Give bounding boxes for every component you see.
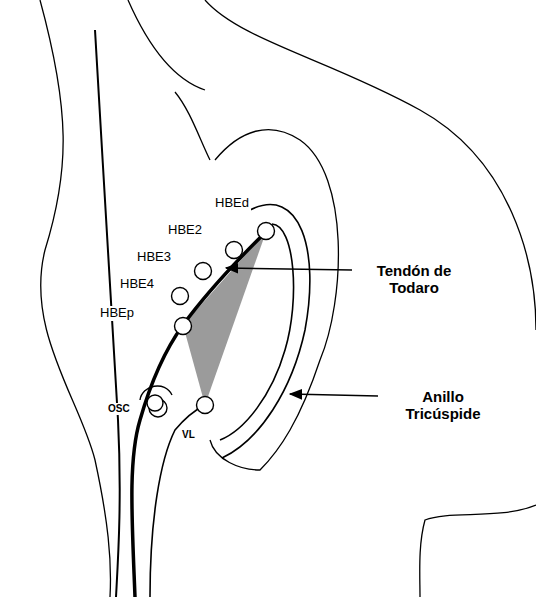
electrode-label: VL — [180, 429, 197, 441]
electrode-label: HBEd — [213, 196, 251, 211]
leader-arrows — [226, 268, 378, 396]
electrode-label: HBE3 — [135, 250, 173, 265]
electrode-label: HBE2 — [166, 223, 204, 238]
structure-label: Tendón de Todaro — [357, 262, 471, 297]
structure-label: Anillo Tricúspide — [382, 388, 504, 423]
tricuspid-annulus — [220, 205, 310, 458]
electrode-label: HBE4 — [118, 277, 156, 292]
conduction-lines — [95, 30, 272, 597]
electrode-label: OSC — [106, 403, 132, 415]
heart-outline — [40, 0, 536, 597]
koch-triangle — [183, 232, 266, 405]
electrode-label: HBEp — [98, 306, 136, 321]
